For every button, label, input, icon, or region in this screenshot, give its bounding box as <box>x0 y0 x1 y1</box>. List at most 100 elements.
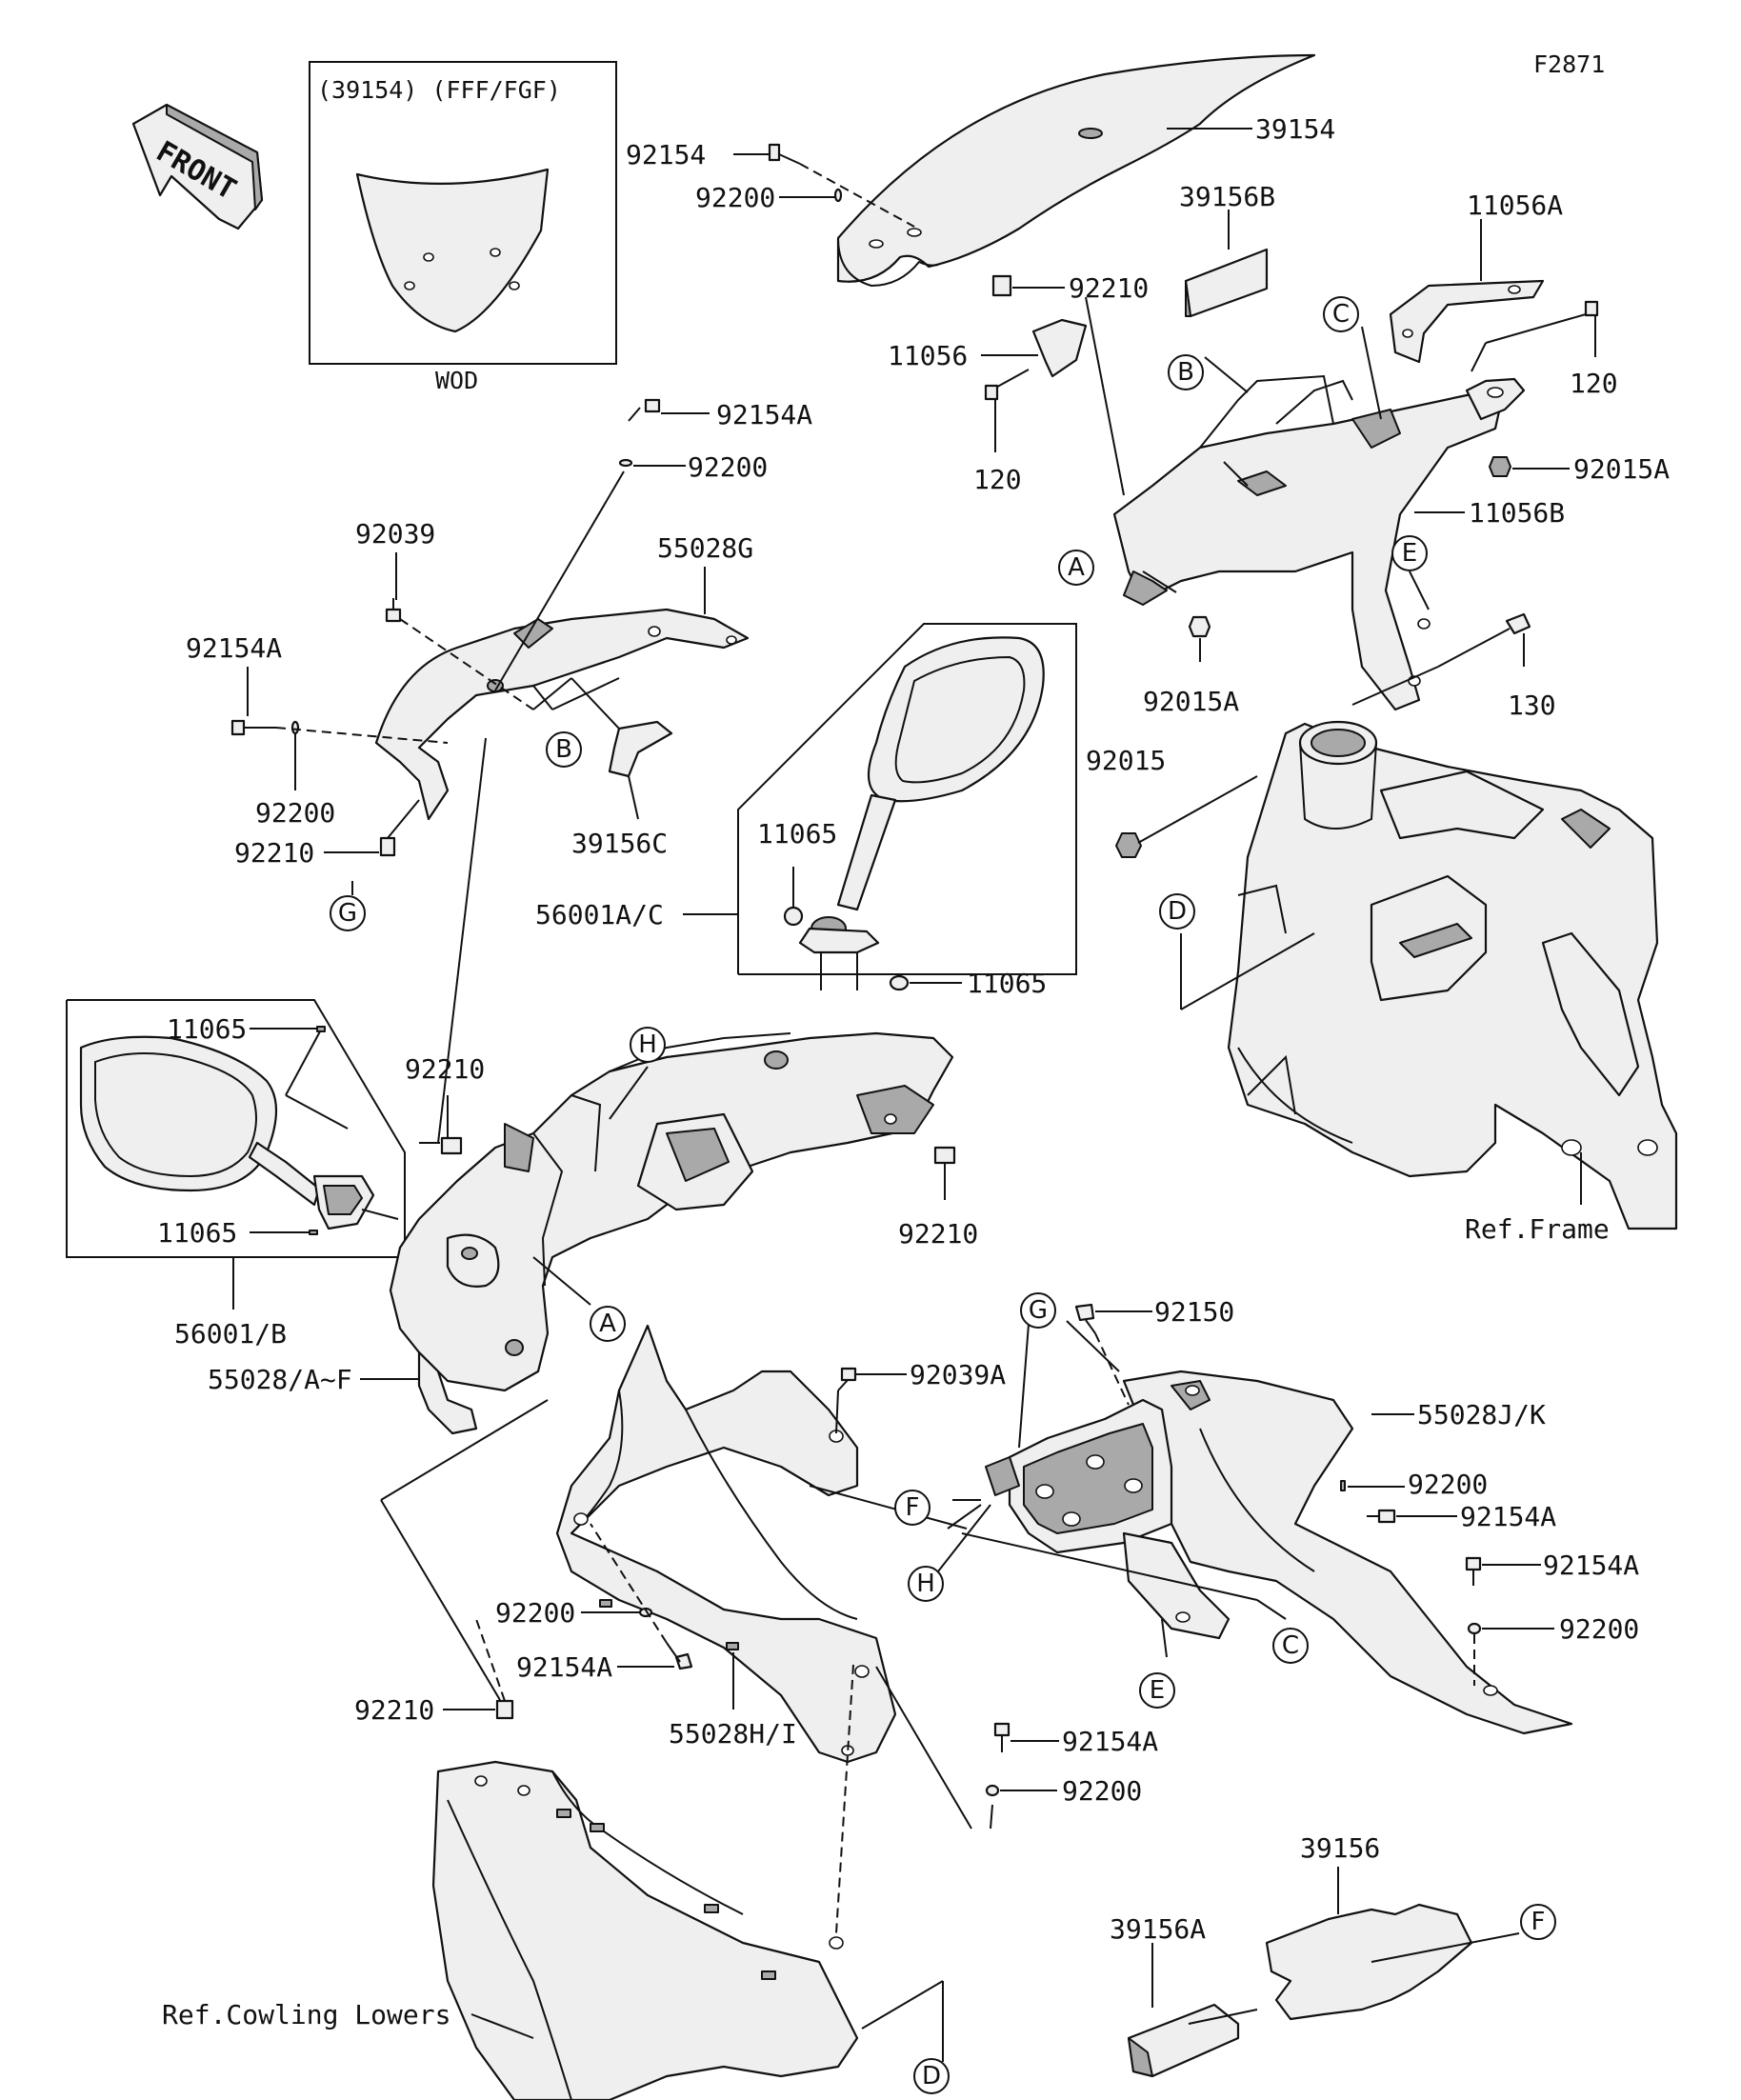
part-92154A-g: 92154A <box>516 1651 612 1683</box>
cap-11065-d-icon <box>309 1230 318 1235</box>
part-92200-h: 92200 <box>1062 1775 1142 1807</box>
callout-E-1: E <box>1391 535 1428 571</box>
callout-H-2: H <box>908 1566 944 1602</box>
svg-text:A: A <box>1068 553 1085 582</box>
washer-92200-b-icon <box>290 720 300 735</box>
inset-mirror-56001B <box>66 999 406 1258</box>
part-55028G: 55028G <box>657 532 753 564</box>
part-39156: 39156 <box>1300 1832 1380 1864</box>
svg-text:A: A <box>599 1310 616 1338</box>
callout-B-1: B <box>1168 354 1204 390</box>
callout-E-2: E <box>1139 1672 1175 1709</box>
bolt-92154A-a-icon <box>628 398 661 422</box>
svg-text:G: G <box>1029 1296 1048 1325</box>
washer-92200-top-icon <box>833 188 843 203</box>
part-39154: 39154 <box>1255 113 1335 145</box>
part-92200-a: 92200 <box>688 451 768 483</box>
bolt-92154A-b-icon <box>230 719 276 736</box>
part-39156C: 39156C <box>571 828 668 859</box>
inset-header: (39154) (FFF/FGF) <box>317 76 561 104</box>
part-56001AC: 56001A/C <box>535 899 664 930</box>
svg-text:D: D <box>1168 897 1187 926</box>
part-120-right: 120 <box>1570 368 1618 399</box>
part-120-left: 120 <box>973 464 1022 495</box>
screw-92039A-icon <box>837 1367 857 1391</box>
callout-D-2: D <box>913 2058 950 2094</box>
nut-92015-icon <box>1115 832 1142 858</box>
part-92200-f: 92200 <box>1559 1613 1639 1645</box>
part-92154A-e: 92154A <box>1460 1501 1556 1532</box>
part-92200-g: 92200 <box>495 1597 575 1629</box>
svg-text:E: E <box>1402 539 1417 568</box>
callout-F-1: F <box>894 1490 931 1526</box>
screw-92039-icon <box>385 598 402 623</box>
part-55028AF: 55028/A~F <box>208 1364 352 1395</box>
windshield-39154 <box>836 53 1316 288</box>
front-arrow-icon: FRONT <box>131 103 264 230</box>
svg-text:D: D <box>922 2062 941 2090</box>
svg-text:C: C <box>1332 300 1350 329</box>
part-92210-d: 92210 <box>898 1218 978 1250</box>
part-39156B: 39156B <box>1179 181 1275 212</box>
part-11065-a: 11065 <box>757 818 837 850</box>
part-11065-c: 11065 <box>167 1013 247 1045</box>
callout-G-2: G <box>1020 1292 1056 1329</box>
pad-39156 <box>1265 1903 1473 2021</box>
part-39156A: 39156A <box>1110 1913 1206 1945</box>
svg-text:E: E <box>1150 1676 1165 1705</box>
part-56001B: 56001/B <box>174 1318 287 1350</box>
bolt-92154-top-icon <box>768 143 801 165</box>
callout-A-2: A <box>590 1306 626 1342</box>
part-92150: 92150 <box>1154 1296 1234 1328</box>
part-92039: 92039 <box>355 518 435 550</box>
ref-cowling-lowers: Ref.Cowling Lowers <box>162 1999 450 2030</box>
part-11065-b: 11065 <box>967 968 1047 999</box>
callout-H-1: H <box>630 1027 666 1063</box>
cap-11065-a-icon <box>783 906 804 927</box>
inset-windshield: (39154) (FFF/FGF) WOD <box>309 61 617 394</box>
part-92154-top: 92154 <box>626 139 706 170</box>
part-130: 130 <box>1508 690 1556 721</box>
windshield-variant <box>355 168 550 333</box>
grommet-92210-g-icon <box>495 1699 514 1720</box>
grommet-92210-c-icon <box>440 1136 463 1155</box>
bolt-120-right-icon <box>1485 300 1599 344</box>
bolt-92154A-e-icon <box>1367 1509 1396 1524</box>
bolt-92150-icon <box>1074 1303 1096 1334</box>
callout-B-2: B <box>546 731 582 768</box>
grommet-92210-b-icon <box>379 836 396 857</box>
washer-92200-h-icon <box>985 1784 1000 1797</box>
part-92015: 92015 <box>1086 745 1166 776</box>
bolt-92154A-f-icon <box>1465 1556 1482 1586</box>
part-11065-d: 11065 <box>157 1217 237 1249</box>
callout-C-2: C <box>1272 1628 1309 1664</box>
part-11056: 11056 <box>888 340 968 371</box>
callout-A-1: A <box>1058 550 1094 586</box>
callout-G-1: G <box>330 895 366 931</box>
part-92210-top: 92210 <box>1069 272 1149 304</box>
bracket-11056 <box>984 318 1088 401</box>
middle-cowl-55028JK <box>985 1370 1573 1735</box>
washer-92200-e-icon <box>1340 1480 1346 1491</box>
part-92200-top: 92200 <box>695 182 775 213</box>
svg-text:H: H <box>638 1030 657 1059</box>
part-92154A-b: 92154A <box>186 632 282 664</box>
pad-39156C <box>608 720 673 778</box>
part-55028HI: 55028H/I <box>669 1718 797 1750</box>
bolt-92154A-g-icon <box>666 1642 693 1670</box>
part-92015A-mid: 92015A <box>1143 686 1239 717</box>
part-92154A-f: 92154A <box>1543 1550 1639 1581</box>
part-92015A-right: 92015A <box>1573 453 1670 485</box>
grommet-92210-top-icon <box>991 274 1012 297</box>
svg-text:C: C <box>1282 1631 1299 1660</box>
grommet-92210-d-icon <box>933 1146 956 1165</box>
figure-id: F2871 <box>1533 50 1605 78</box>
callout-C-1: C <box>1323 296 1359 332</box>
svg-text:G: G <box>338 899 357 928</box>
callout-F-2: F <box>1520 1904 1556 1940</box>
svg-text:F: F <box>906 1493 920 1522</box>
part-92200-b: 92200 <box>255 797 335 829</box>
nut-92015A-mid-icon <box>1188 615 1211 638</box>
bolt-130-icon <box>1437 612 1531 668</box>
cap-11065-b-icon <box>889 974 910 991</box>
